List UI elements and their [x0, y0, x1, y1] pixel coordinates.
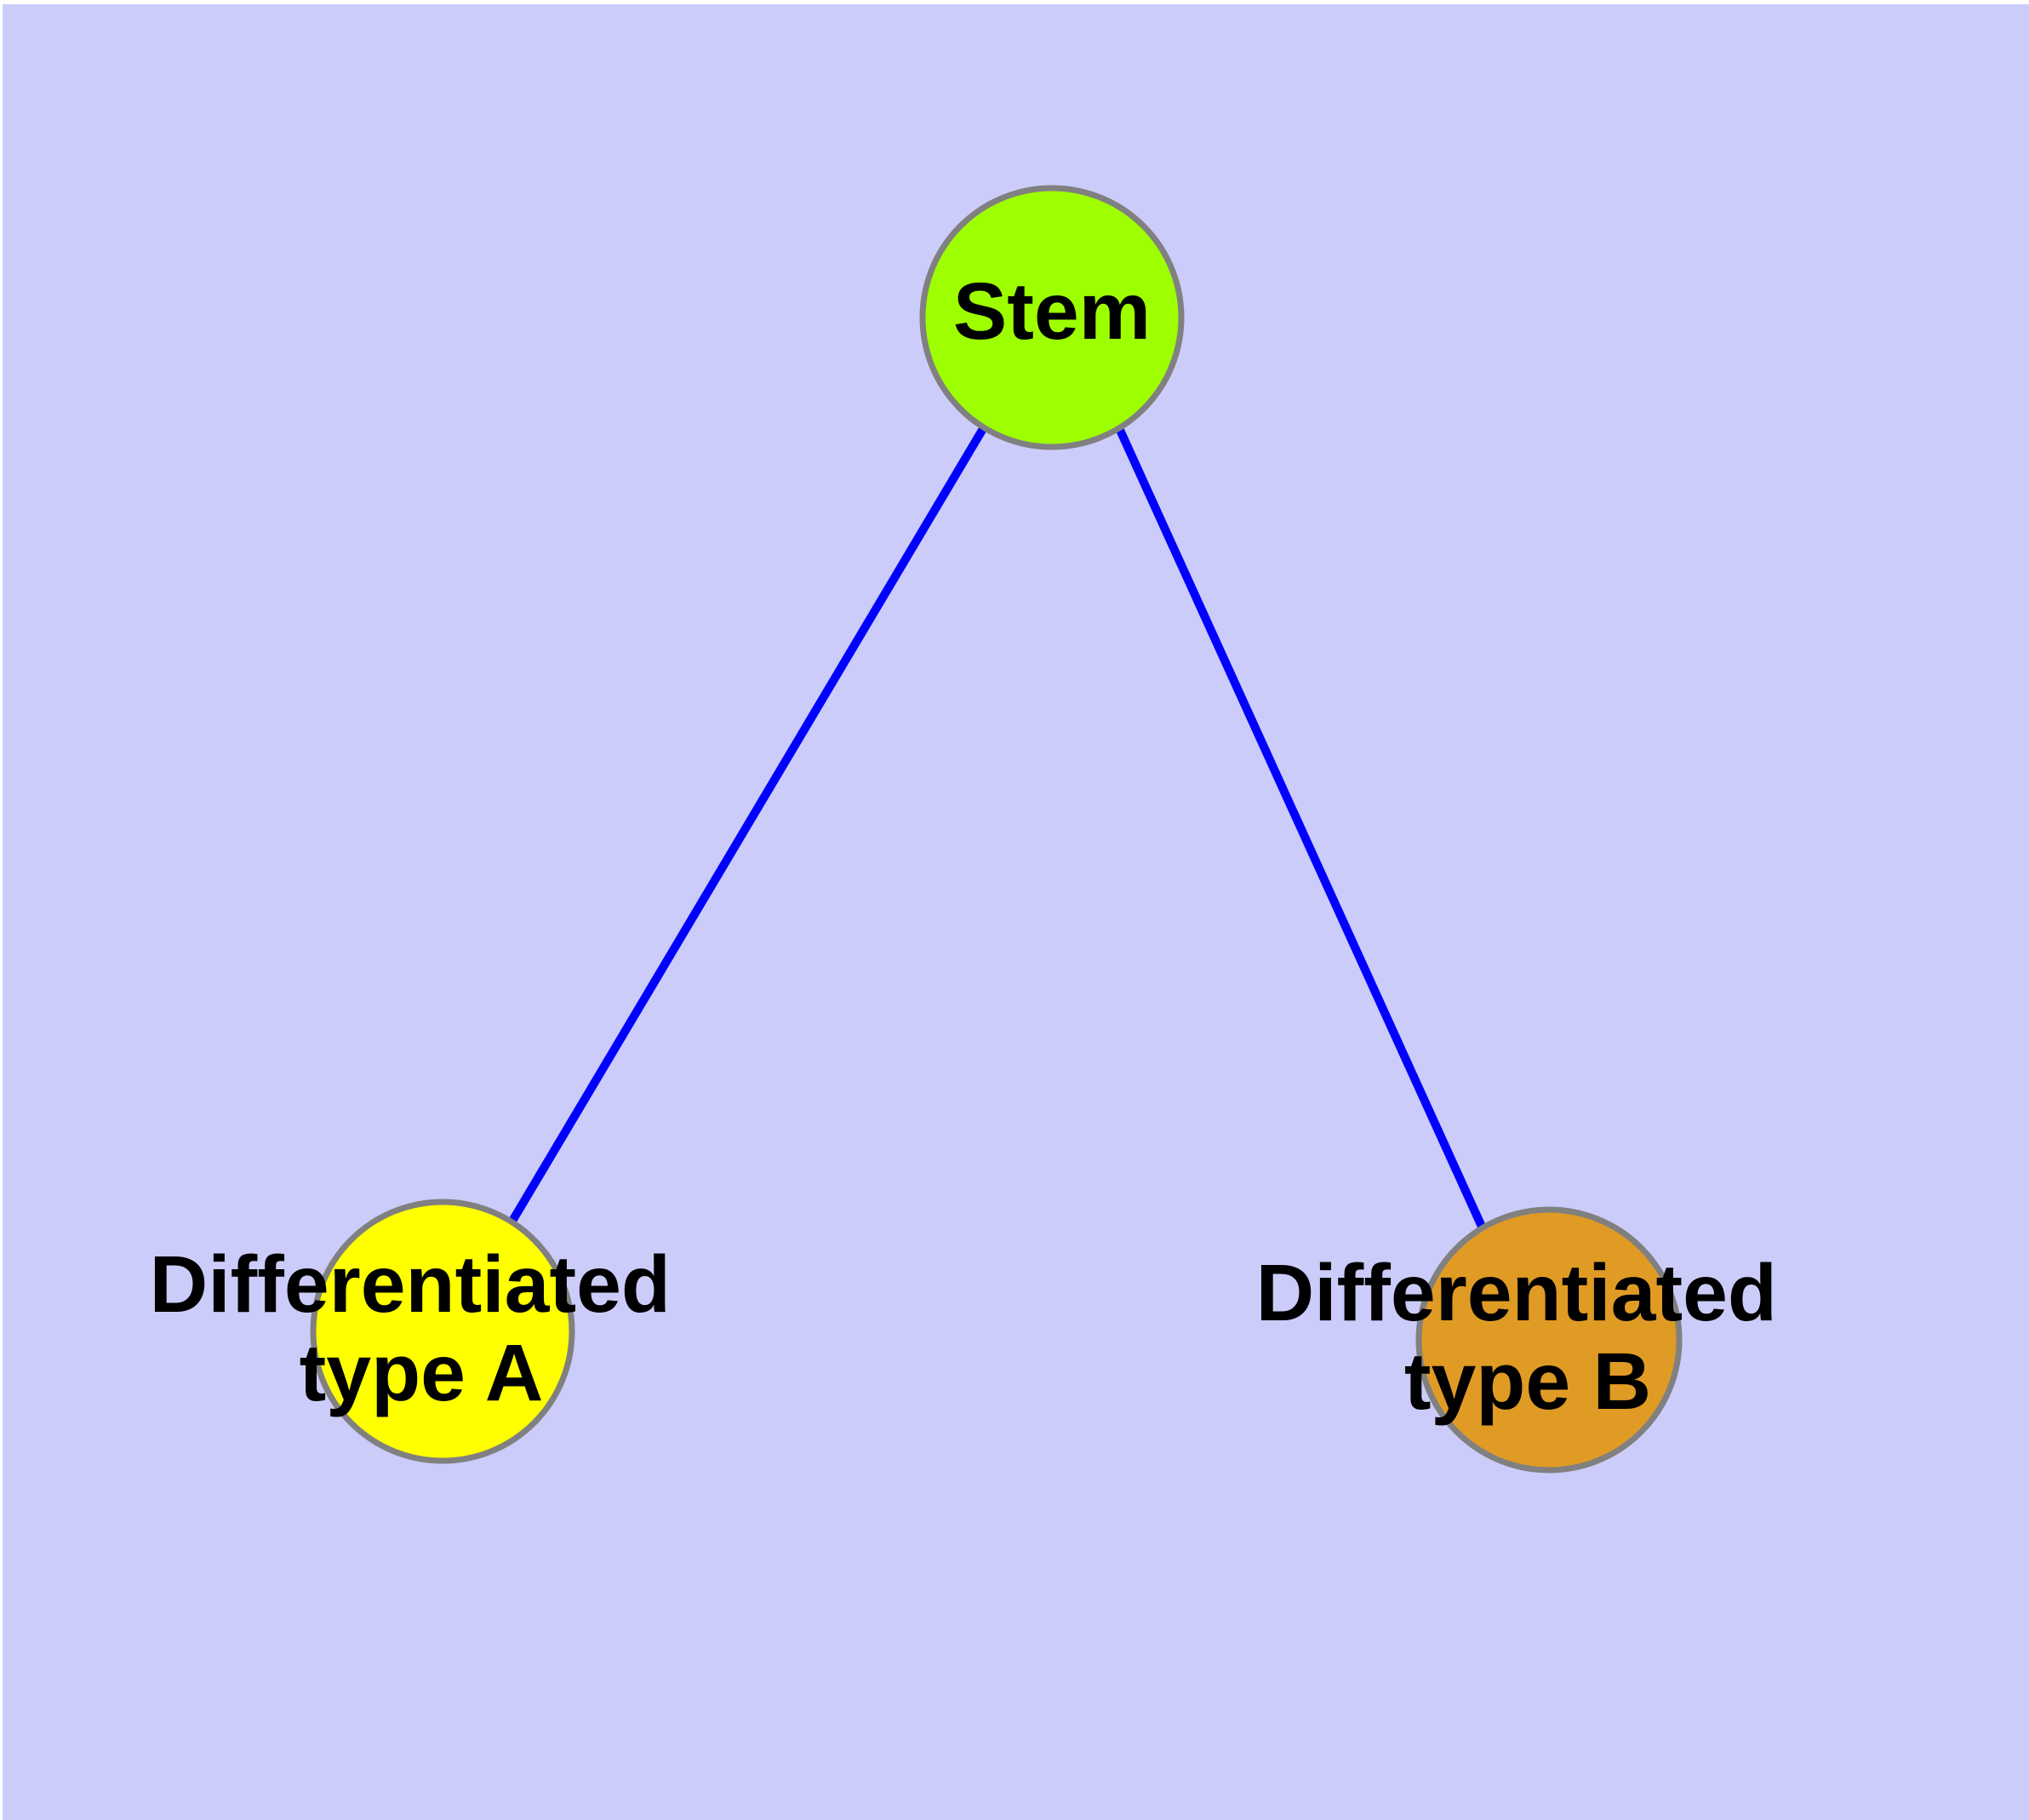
node-layer [310, 185, 1683, 1474]
node-label-diff-b: Differentiated type B [1256, 1248, 1800, 1427]
node-label-diff-a-line-2: type A [300, 1328, 544, 1418]
node-label-diff-b-line-2: type B [1404, 1336, 1651, 1427]
node-label-diff-a: Differentiated type A [150, 1239, 694, 1418]
label-layer: Stem Differentiated type A Differentiate… [150, 266, 1800, 1427]
node-label-stem-line-1: Stem [953, 266, 1151, 357]
edge-layer [507, 425, 1487, 1231]
node-circle-diff-b[interactable] [1415, 1206, 1683, 1474]
node-circle-stem[interactable] [919, 185, 1185, 450]
edge-stem-to-diff-a[interactable] [507, 425, 988, 1225]
node-circle-diff-a[interactable] [310, 1199, 575, 1464]
node-label-stem: Stem [953, 266, 1151, 357]
node-label-diff-b-line-1: Differentiated [1256, 1248, 1777, 1338]
node-label-diff-a-line-1: Differentiated [150, 1239, 671, 1330]
edge-stem-to-diff-b[interactable] [1115, 426, 1487, 1231]
